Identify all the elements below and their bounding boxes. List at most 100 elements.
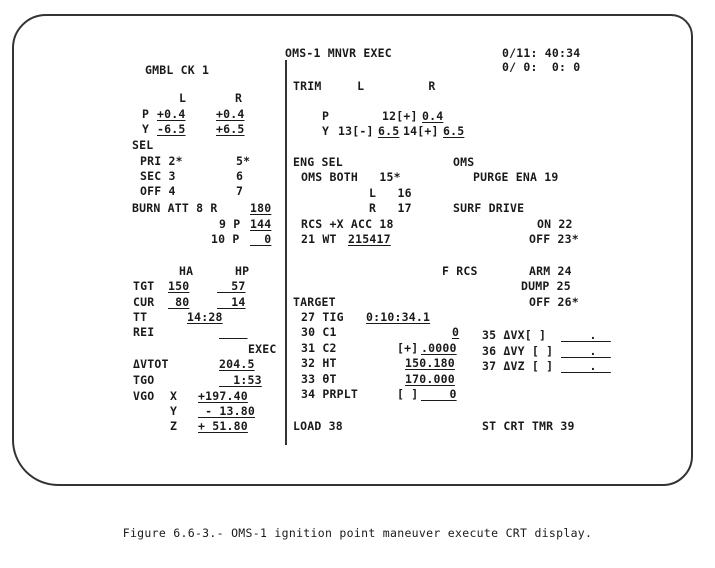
eng-sel-header: ENG SEL bbox=[293, 155, 343, 169]
tgt-label: TGT bbox=[133, 279, 155, 293]
tgo-value: 1:53 bbox=[219, 373, 262, 387]
time-line-2: 0/ 0: 0: 0 bbox=[502, 60, 581, 74]
vgo-x-value: +197.40 bbox=[198, 389, 248, 403]
sel-label: SEL bbox=[132, 138, 154, 152]
crt-display-frame bbox=[12, 14, 693, 486]
dvy-label[interactable]: 36 ΔVY [ ] bbox=[482, 344, 554, 358]
dvx-label[interactable]: 35 ΔVX[ ] bbox=[482, 328, 547, 342]
c2-label[interactable]: 31 C2 bbox=[301, 341, 337, 355]
c1-value[interactable]: 0 bbox=[452, 325, 460, 339]
vgo-x-label: X bbox=[170, 389, 178, 403]
display-title: OMS-1 MNVR EXEC bbox=[285, 46, 392, 60]
gimbal-check[interactable]: GMBL CK 1 bbox=[145, 63, 210, 77]
target-header: TARGET bbox=[293, 295, 336, 309]
pitch-label: P bbox=[142, 107, 150, 121]
trim-yaw-right-value[interactable]: 6.5 bbox=[443, 124, 465, 138]
ht-value[interactable]: 150.180 bbox=[405, 356, 455, 370]
yaw-right-value: +6.5 bbox=[216, 122, 245, 136]
hp-header: HP bbox=[235, 264, 250, 278]
tt-label: TT bbox=[133, 310, 148, 324]
cur-label: CUR bbox=[133, 295, 155, 309]
ht-label[interactable]: 32 HT bbox=[301, 356, 337, 370]
rei-label: REI bbox=[133, 325, 155, 339]
yaw-label: Y bbox=[142, 122, 150, 136]
pri-select[interactable]: PRI 2* bbox=[140, 154, 183, 168]
pri-right-select[interactable]: 5* bbox=[236, 154, 251, 168]
rcs-acc-item[interactable]: RCS +X ACC 18 bbox=[301, 217, 394, 231]
c2-sign[interactable]: [+] bbox=[397, 341, 419, 355]
dvy-value[interactable]: . bbox=[561, 344, 611, 358]
dvtot-value: 204.5 bbox=[219, 357, 255, 371]
burn-att-label[interactable]: BURN ATT 8 R bbox=[132, 201, 218, 215]
theta-t-value[interactable]: 170.000 bbox=[405, 372, 455, 386]
vgo-y-label: Y bbox=[170, 404, 178, 418]
trim-yaw-left-item[interactable]: 13[-] bbox=[338, 124, 374, 138]
divider-line bbox=[285, 60, 287, 445]
dvx-value[interactable]: . bbox=[561, 328, 611, 342]
surf-drive-header: SURF DRIVE bbox=[453, 201, 525, 215]
sec-select[interactable]: SEC 3 bbox=[140, 169, 176, 183]
frcs-dump-item[interactable]: DUMP 25 bbox=[521, 279, 571, 293]
load-item[interactable]: LOAD 38 bbox=[293, 419, 343, 433]
weight-label[interactable]: 21 WT bbox=[301, 232, 344, 246]
burn-att-pitch-value[interactable]: 144 bbox=[250, 217, 272, 231]
prplt-label[interactable]: 34 PRPLT bbox=[301, 387, 358, 401]
ha-header: HA bbox=[179, 264, 194, 278]
off-right-select[interactable]: 7 bbox=[236, 184, 244, 198]
tgt-hp-value: 57 bbox=[217, 279, 246, 293]
prplt-value[interactable]: 0 bbox=[421, 387, 457, 401]
surf-on-item[interactable]: ON 22 bbox=[537, 217, 573, 231]
off-select[interactable]: OFF 4 bbox=[140, 184, 176, 198]
time-line-1: 0/11: 40:34 bbox=[502, 46, 581, 60]
tig-label[interactable]: 27 TIG bbox=[301, 310, 351, 324]
pitch-left-value: +0.4 bbox=[157, 107, 186, 121]
trim-pitch-value[interactable]: 0.4 bbox=[422, 109, 444, 123]
purge-ena-item[interactable]: PURGE ENA 19 bbox=[473, 170, 559, 184]
st-crt-tmr-item[interactable]: ST CRT TMR 39 bbox=[482, 419, 575, 433]
dvtot-label: ΔVTOT bbox=[133, 357, 169, 371]
burn-att-yaw-value[interactable]: 0 bbox=[250, 232, 272, 246]
yaw-left-value: -6.5 bbox=[157, 122, 186, 136]
tgo-label: TGO bbox=[133, 373, 155, 387]
frcs-header: F RCS bbox=[442, 264, 478, 278]
cur-hp-value: 14 bbox=[217, 295, 246, 309]
tgt-ha-value: 150 bbox=[168, 279, 190, 293]
dvz-label[interactable]: 37 ΔVZ [ ] bbox=[482, 359, 554, 373]
prplt-sign[interactable]: [ ] bbox=[397, 387, 419, 401]
burn-att-yaw-label[interactable]: 10 P bbox=[211, 232, 240, 246]
trim-yaw-left-value[interactable]: 6.5 bbox=[378, 124, 400, 138]
oms-both-item[interactable]: OMS BOTH 15* bbox=[301, 170, 401, 184]
trim-header: TRIM L R bbox=[293, 79, 436, 93]
trim-yaw-right-item[interactable]: 14[+] bbox=[403, 124, 439, 138]
vgo-z-value: + 51.80 bbox=[198, 419, 248, 433]
pitch-right-value: +0.4 bbox=[216, 107, 245, 121]
vgo-y-value: - 13.80 bbox=[198, 404, 255, 418]
exec-label[interactable]: EXEC bbox=[248, 342, 277, 356]
frcs-arm-item[interactable]: ARM 24 bbox=[529, 264, 572, 278]
trim-pitch-label: P bbox=[322, 109, 330, 123]
sec-right-select[interactable]: 6 bbox=[236, 169, 244, 183]
oms-left-item[interactable]: L 16 bbox=[369, 186, 412, 200]
cur-ha-value: 80 bbox=[168, 295, 190, 309]
dvz-value[interactable]: . bbox=[561, 359, 611, 373]
oms-header: OMS bbox=[453, 155, 475, 169]
rei-value bbox=[219, 326, 248, 339]
vgo-label: VGO bbox=[133, 389, 155, 403]
figure-caption: Figure 6.6-3.- OMS-1 ignition point mane… bbox=[122, 526, 593, 540]
tt-value: 14:28 bbox=[187, 310, 223, 324]
surf-off-item[interactable]: OFF 23* bbox=[529, 232, 579, 246]
oms-right-item[interactable]: R 17 bbox=[369, 201, 412, 215]
burn-att-pitch-label[interactable]: 9 P bbox=[219, 217, 241, 231]
vgo-z-label: Z bbox=[170, 419, 178, 433]
col-l-header: L bbox=[179, 91, 187, 105]
trim-yaw-label: Y bbox=[322, 124, 330, 138]
theta-t-label[interactable]: 33 θT bbox=[301, 372, 337, 386]
trim-pitch-item[interactable]: 12[+] bbox=[382, 109, 418, 123]
col-r-header: R bbox=[235, 91, 243, 105]
frcs-off-item[interactable]: OFF 26* bbox=[529, 295, 579, 309]
tig-value[interactable]: 0:10:34.1 bbox=[366, 310, 431, 324]
weight-value[interactable]: 215417 bbox=[348, 232, 391, 246]
c2-value[interactable]: .0000 bbox=[421, 341, 457, 355]
c1-label[interactable]: 30 C1 bbox=[301, 325, 337, 339]
burn-att-roll-value[interactable]: 180 bbox=[250, 201, 272, 215]
